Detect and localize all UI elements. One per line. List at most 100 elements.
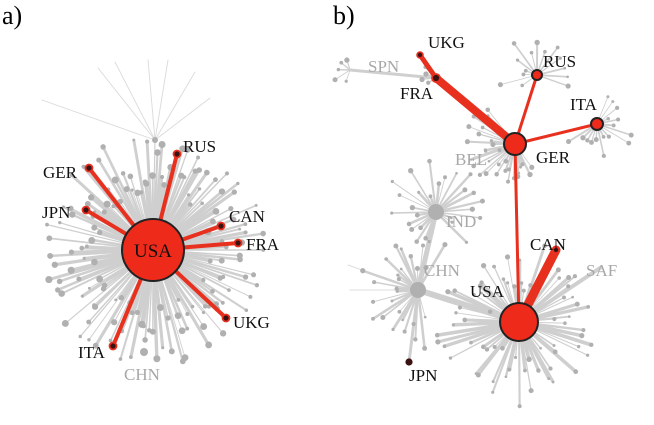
cluster-leaf: [566, 275, 572, 280]
leaf-node: [88, 194, 95, 201]
cluster-leaf: [409, 226, 415, 232]
cluster-leaf: [480, 344, 486, 350]
cluster-leaf: [491, 380, 495, 384]
leaf-node: [197, 187, 202, 191]
cluster-leaf: [562, 295, 567, 300]
cluster-leaf: [593, 137, 599, 143]
cluster-leaf: [580, 135, 586, 141]
leaf-node: [69, 173, 74, 178]
cluster-edge: [391, 181, 437, 213]
can-node: [552, 246, 560, 254]
panel-b-label-jpn: JPN: [409, 366, 437, 385]
leaf-node: [89, 237, 93, 241]
leaf-node: [174, 312, 182, 320]
cluster-leaf: [480, 263, 487, 269]
cluster-leaf: [423, 315, 427, 319]
cluster-leaf: [555, 267, 561, 273]
leaf-node: [205, 341, 213, 349]
cluster-leaf: [397, 309, 402, 314]
cluster-edge: [416, 240, 431, 292]
satellite-spoke: [97, 67, 156, 141]
cluster-leaf: [479, 280, 484, 285]
leaf-node: [118, 295, 125, 301]
cluster-leaf: [626, 140, 632, 146]
satellite-hub-node: [152, 137, 158, 143]
cluster-leaf: [468, 172, 473, 177]
cluster-edge: [371, 288, 420, 321]
cluster-leaf: [449, 216, 453, 220]
leaf-node: [204, 169, 210, 176]
leaf-node: [237, 256, 243, 263]
cluster-leaf: [566, 75, 569, 79]
leaf-node: [82, 256, 86, 261]
cluster-leaf: [563, 66, 567, 70]
usa-node: [499, 302, 539, 342]
leaf-node: [84, 244, 89, 249]
cluster-leaf: [614, 105, 620, 110]
panel-b-network: SPN BEL IND CHN SAF UKG FRA RUS ITA GER …: [332, 1, 634, 409]
cluster-edge: [416, 288, 426, 350]
cluster-leaf: [406, 221, 412, 227]
panel-a-label-can: CAN: [229, 207, 265, 226]
leaf-node: [51, 261, 58, 268]
cluster-edge: [499, 74, 538, 86]
panel-b-label-ger: GER: [536, 148, 571, 167]
cluster-leaf: [586, 304, 591, 309]
leaf-node: [92, 342, 99, 349]
ukg-node: [416, 51, 424, 59]
cluster-leaf: [399, 267, 403, 271]
leaf-node: [261, 248, 266, 252]
cluster-leaf: [394, 286, 399, 291]
leaf-node: [111, 204, 116, 209]
leaf-node: [79, 245, 85, 251]
cluster-leaf: [501, 277, 506, 281]
leaf-node: [97, 229, 103, 236]
leaf-node: [123, 186, 130, 193]
leaf-node: [132, 138, 136, 142]
leaf-node: [45, 275, 53, 284]
cluster-leaf: [489, 139, 493, 143]
cluster-leaf: [611, 123, 616, 128]
leaf-node: [84, 200, 91, 207]
cluster-leaf: [491, 390, 495, 394]
cluster-leaf: [454, 311, 458, 315]
cluster-leaf: [397, 193, 402, 197]
cluster-leaf: [523, 68, 528, 73]
leaf-node: [251, 272, 257, 278]
leaf-node: [96, 157, 102, 163]
jpn-node: [405, 358, 413, 366]
leaf-node: [238, 227, 242, 231]
cluster-leaf: [616, 117, 621, 122]
spn-edge: [348, 68, 438, 80]
leaf-node: [213, 177, 218, 183]
cluster-leaf: [414, 239, 419, 244]
leaf-node: [56, 278, 63, 285]
leaf-node: [159, 174, 165, 180]
leaf-node: [143, 180, 150, 187]
cluster-leaf: [469, 206, 475, 212]
cluster-leaf: [581, 327, 586, 333]
panel-b-label-bel: BEL: [455, 150, 487, 169]
cluster-leaf: [480, 125, 485, 130]
leaf-node: [179, 145, 186, 152]
cluster-leaf: [336, 67, 341, 72]
leaf-node: [61, 205, 66, 209]
leaf-node: [91, 258, 98, 266]
cluster-leaf: [492, 344, 497, 350]
leaf-node: [46, 235, 53, 242]
cluster-leaf: [494, 172, 499, 177]
cluster-leaf: [520, 162, 525, 167]
cluster-leaf: [542, 243, 547, 249]
leaf-node: [202, 304, 208, 309]
chn-node: [410, 282, 426, 298]
highlight-node: [84, 163, 94, 173]
cluster-leaf: [462, 317, 468, 323]
leaf-node: [80, 294, 84, 298]
cluster-leaf: [497, 148, 502, 153]
leaf-node: [185, 326, 190, 331]
cluster-edge: [340, 62, 351, 71]
cluster-leaf: [428, 194, 433, 199]
cluster-edge: [416, 243, 447, 292]
cluster-leaf: [504, 254, 511, 260]
leaf-node: [55, 287, 61, 293]
